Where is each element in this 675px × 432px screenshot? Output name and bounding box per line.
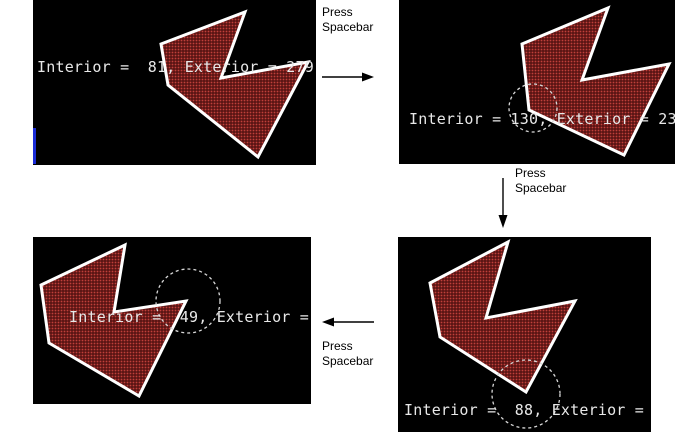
polygon-figure (39, 242, 221, 399)
step-line-2: Spacebar (322, 20, 374, 34)
panel-step-3: Interior = 88, Exterior = 272 (398, 237, 651, 432)
arrow-left-icon (322, 317, 374, 327)
window-edge (33, 128, 36, 164)
step-line-2: Spacebar (322, 354, 374, 368)
arrow-down-icon (498, 178, 508, 228)
dashed-circle-icon (508, 83, 558, 133)
chevron-polygon (159, 9, 311, 160)
panel-step-2: Interior = 130, Exterior = 230 (399, 0, 675, 164)
step-instruction: Press Spacebar (515, 166, 566, 196)
angle-readout: Interior = 88, Exterior = 272 (404, 401, 644, 419)
polygon-figure (159, 9, 311, 160)
step-line-2: Spacebar (515, 181, 567, 195)
dashed-circle-icon (155, 268, 221, 334)
panel-step-1: Interior = 81, Exterior = 279 (33, 0, 316, 165)
arrow-right-icon (322, 72, 374, 82)
step-line-1: Press (515, 166, 546, 180)
polygon-figure (508, 5, 672, 157)
angle-readout: Interior = 81, Exterior = 279 (37, 58, 314, 76)
step-instruction: Press Spacebar (322, 5, 373, 35)
panel-step-4: Interior = 49, Exterior = 311 (33, 237, 311, 404)
chevron-polygon (39, 242, 189, 399)
step-line-1: Press (322, 5, 353, 19)
chevron-polygon (428, 239, 578, 395)
step-instruction: Press Spacebar (322, 339, 373, 369)
angle-readout: Interior = 130, Exterior = 230 (409, 110, 675, 128)
angle-readout: Interior = 49, Exterior = 311 (69, 308, 309, 326)
chevron-polygon (520, 5, 672, 157)
step-line-1: Press (322, 339, 353, 353)
dashed-circle-icon (491, 359, 561, 429)
polygon-figure (428, 239, 578, 429)
